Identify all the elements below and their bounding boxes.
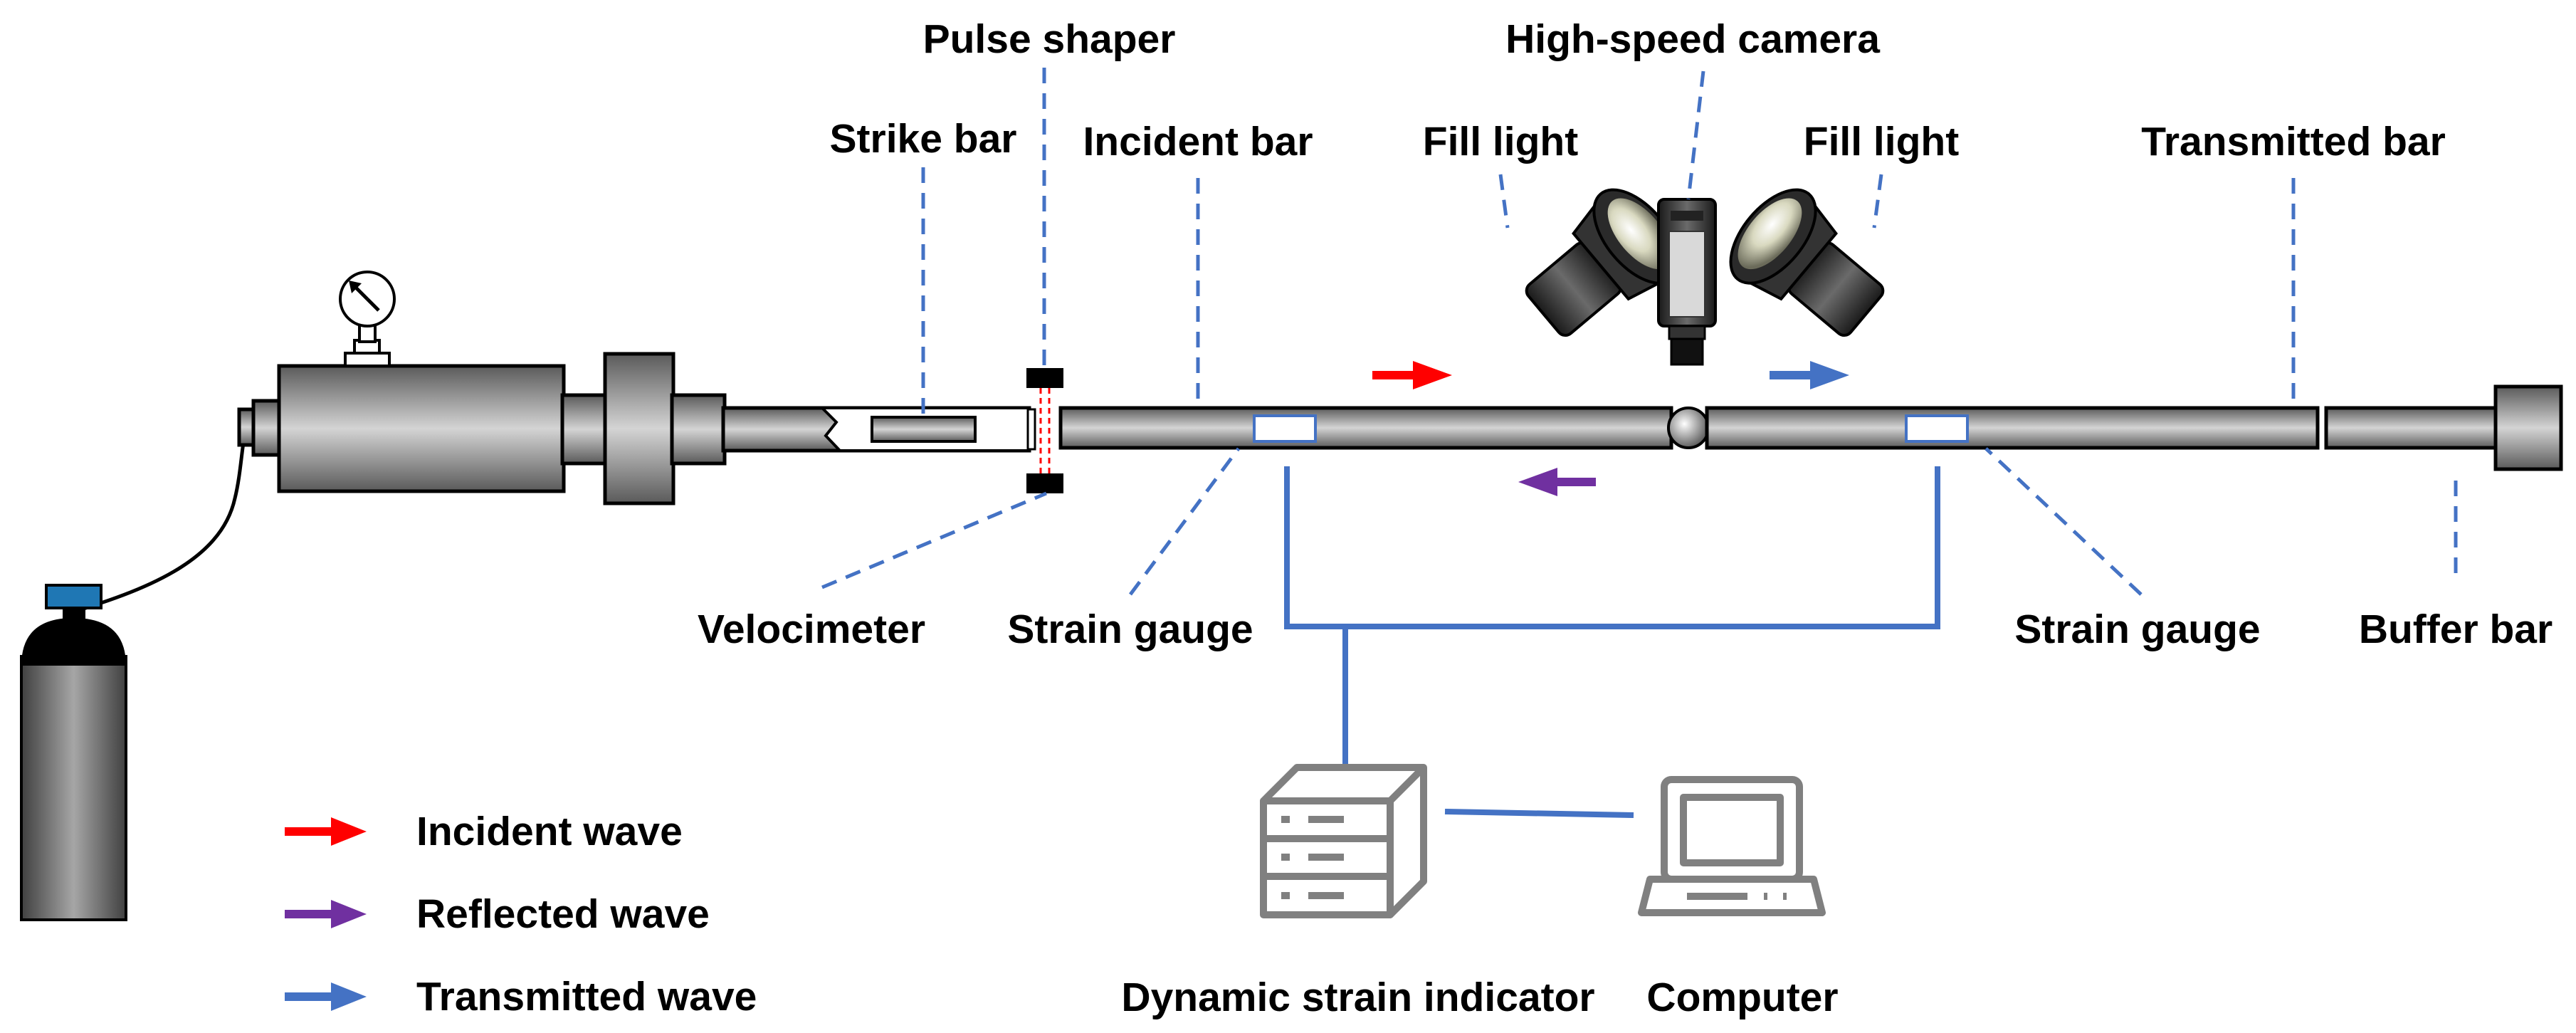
- gas-cylinder: [20, 426, 250, 921]
- buffer-bar: [2324, 406, 2499, 450]
- leader-strain-gauge-left: [1128, 447, 1241, 596]
- velocimeter-bottom-sensor: [1026, 473, 1063, 493]
- specimen: [1667, 407, 1710, 449]
- gun-flange: [603, 352, 675, 505]
- reflected-wave-arrow: [1518, 468, 1596, 496]
- legend-incident-arrow: [285, 817, 367, 846]
- label-high-speed-camera: High-speed camera: [1505, 16, 1881, 62]
- strike-bar: [871, 416, 977, 443]
- incident-wave-arrow: [1372, 361, 1452, 389]
- strain-gauge-incident: [1253, 414, 1317, 443]
- label-strain-gauge-right: Strain gauge: [2014, 607, 2260, 652]
- label-fill-light-left: Fill light: [1423, 119, 1578, 164]
- transmitted-bar: [1705, 406, 2320, 450]
- gas-hose: [67, 426, 250, 616]
- legend-transmitted-label: Transmitted wave: [416, 974, 757, 1019]
- incident-bar: [1058, 406, 1673, 450]
- leader-fill-light-right: [1872, 174, 1883, 229]
- leader-strain-gauge-right: [1984, 447, 2143, 596]
- leader-fill-light-left: [1498, 174, 1510, 229]
- gas-cylinder-shoulder: [21, 618, 126, 666]
- gas-cylinder-neck: [63, 607, 85, 621]
- transmitted-wave-arrow: [1770, 361, 1849, 389]
- label-strike-bar: Strike bar: [830, 116, 1017, 162]
- label-dynamic-strain-indicator: Dynamic strain indicator: [1121, 975, 1594, 1020]
- leader-velocimeter: [821, 491, 1047, 589]
- legend-reflected-arrow: [285, 900, 367, 928]
- label-pulse-shaper: Pulse shaper: [923, 16, 1176, 62]
- label-velocimeter: Velocimeter: [698, 607, 925, 652]
- legend-incident-label: Incident wave: [416, 809, 683, 854]
- label-transmitted-bar: Transmitted bar: [2141, 119, 2446, 164]
- legend-transmitted-arrow: [285, 982, 367, 1011]
- label-incident-bar: Incident bar: [1083, 119, 1313, 164]
- leader-camera: [1686, 70, 1705, 200]
- laptop-icon: [1638, 776, 1826, 916]
- strain-gauge-transmitted: [1905, 414, 1969, 443]
- gas-cylinder-body-icon: [20, 655, 127, 921]
- computer-wire: [1444, 809, 1634, 818]
- gauge-wiring: [1284, 466, 1940, 629]
- label-strain-gauge-left: Strain gauge: [1007, 607, 1253, 652]
- label-buffer-bar: Buffer bar: [2359, 607, 2553, 652]
- gas-cylinder-valve-icon: [45, 584, 102, 609]
- label-fill-light-right: Fill light: [1804, 119, 1959, 164]
- server-icon: [1260, 764, 1427, 918]
- buffer-bar-end: [2493, 384, 2563, 471]
- pressure-gauge-icon: [339, 271, 396, 367]
- legend-reflected-label: Reflected wave: [416, 891, 710, 937]
- camera-icon: [1657, 198, 1717, 366]
- velocimeter: [1026, 368, 1063, 493]
- pulse-shaper: [1026, 408, 1036, 451]
- label-computer: Computer: [1646, 975, 1838, 1020]
- velocimeter-top-sensor: [1026, 368, 1063, 388]
- gas-chamber: [277, 364, 566, 493]
- gas-gun: [237, 271, 1031, 505]
- fill-light-right-icon: [1729, 188, 1885, 337]
